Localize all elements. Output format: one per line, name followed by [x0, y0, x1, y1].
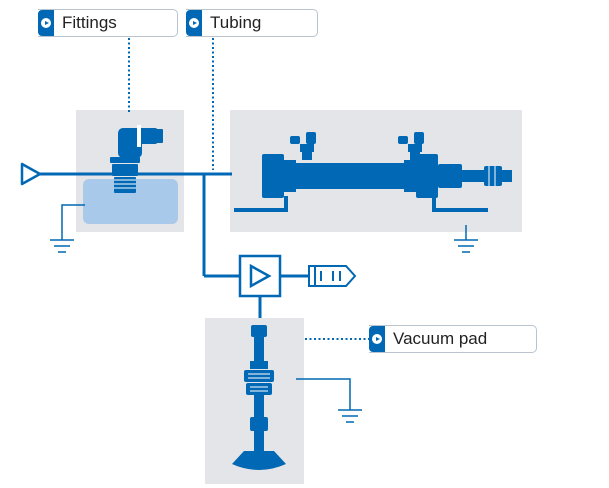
vacuum-pad-callout[interactable]: Vacuum pad [369, 325, 537, 353]
fittings-label: Fittings [62, 13, 117, 32]
ground-icon [454, 225, 478, 253]
ground-icon [296, 378, 362, 423]
liquid-tank [83, 179, 178, 224]
vacuum-pad-play-icon [369, 326, 385, 352]
vacuum-pad-label: Vacuum pad [393, 329, 488, 348]
tubing-callout[interactable]: Tubing [186, 9, 318, 37]
ejector-icon [238, 254, 282, 298]
fittings-callout[interactable]: Fittings [38, 9, 178, 37]
vacuum-pad-icon [232, 325, 286, 470]
fittings-play-icon [38, 10, 54, 36]
supply-arrow-icon [20, 162, 42, 186]
silencer-icon [308, 265, 357, 287]
tubing-play-icon [186, 10, 202, 36]
fitting-elbow-icon [110, 125, 163, 193]
cylinder-icon [234, 132, 512, 212]
tubing-label: Tubing [210, 13, 262, 32]
ground-icon [50, 204, 85, 253]
